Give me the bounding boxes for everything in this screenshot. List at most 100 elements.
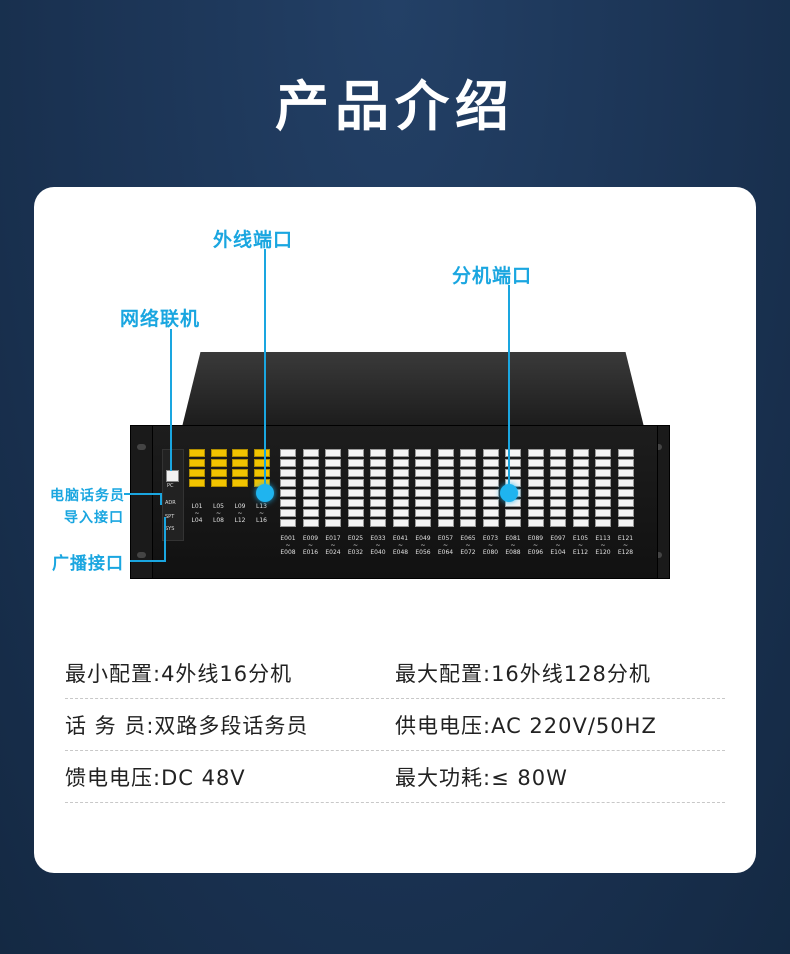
rack-ear-left [130,425,154,579]
leader-trunk [264,249,266,493]
extension-group-jack [302,489,319,497]
extension-group-jack [527,489,544,497]
trunk-group-jack [232,469,248,477]
extension-group-jack [415,519,431,527]
extension-group-label-top: E009 [302,535,319,542]
extension-group-jack [550,459,566,467]
extension-group-jack [617,509,634,517]
extension-group-jack [460,519,476,527]
extension-group-jack [572,459,589,467]
trunk-group-label-sep: ~ [194,510,200,517]
extension-group-label-top: E001 [280,535,296,542]
extension-group-jack [415,449,431,457]
extension-group-label: E041~E048 [389,535,413,556]
extension-group-jack [370,469,386,477]
extension-group-jack [437,479,454,487]
extension-group-label-top: E065 [460,535,476,542]
extension-group-jack [370,509,386,517]
extension-group-label-top: E121 [617,535,634,542]
extension-group-label-sep: ~ [622,542,629,549]
extension-group-jack [617,469,634,477]
extension-group-ports [392,449,411,529]
extension-group-jack [415,489,431,497]
extension-group-jack [280,509,296,517]
extension-group-jack [527,499,544,507]
callout-trunk-port: 外线端口 [213,229,294,251]
extension-group-jack [595,449,611,457]
spec-row: 话 务 员:双路多段话务员 供电电压:AC 220V/50HZ [65,698,725,751]
extension-group-label-sep: ~ [600,542,606,549]
spec-row: 最小配置:4外线16分机 最大配置:16外线128分机 [65,646,725,699]
extension-group-label-sep: ~ [510,542,516,549]
extension-group-jack [482,489,499,497]
trunk-group-jack [253,459,270,467]
extension-group-label-bottom: E128 [617,549,634,556]
trunk-group-jack [189,469,205,477]
product-card: 外线端口 分机端口 网络联机 电脑话务员 导入接口 广播接口 PC ADR SP… [34,187,756,873]
extension-group-label: E009~E016 [299,535,323,556]
trunk-group-jack [210,469,227,477]
network-port [166,470,179,482]
extension-group-jack [280,469,296,477]
extension-group-label: E057~E064 [434,535,458,556]
extension-group-label-top: E025 [347,535,364,542]
spec-max-power: 最大功耗:≤ 80W [395,766,568,790]
trunk-group-ports [189,449,207,489]
spec-feed-voltage: 馈电电压:DC 48V [65,766,246,790]
extension-group-label-sep: ~ [555,542,561,549]
extension-group-jack [347,449,364,457]
extension-group-jack [460,479,476,487]
extension-group-jack [347,489,364,497]
callout-extension-port: 分机端口 [452,265,533,287]
extension-group-jack [617,449,634,457]
extension-group-ports [415,449,433,529]
extension-group-jack [392,469,409,477]
extension-group-jack [595,489,611,497]
extension-group-jack [347,479,364,487]
extension-group-label: E065~E072 [456,535,480,556]
extension-group-ports [595,449,613,529]
extension-group-label-top: E033 [370,535,386,542]
extension-group-jack [437,499,454,507]
extension-group-jack [370,489,386,497]
extension-group-jack [302,459,319,467]
extension-group-label-bottom: E064 [437,549,454,556]
extension-group-label: E073~E080 [479,535,503,556]
extension-group-label-sep: ~ [487,542,494,549]
extension-group-jack [572,489,589,497]
extension-group-jack [437,459,454,467]
extension-group-label: E081~E088 [501,535,525,556]
extension-group-jack [482,469,499,477]
extension-group-label: E049~E056 [411,535,435,556]
extension-group-jack [505,519,521,527]
extension-group-jack [370,459,386,467]
extension-group-jack [527,459,544,467]
extension-group-jack [595,519,611,527]
trunk-group-jack [210,449,227,457]
extension-group-ports [347,449,366,529]
trunk-group-jack [253,469,270,477]
extension-group-jack [572,509,589,517]
extension-group-jack [460,489,476,497]
extension-group-label: E025~E032 [344,535,368,556]
extension-group-jack [280,479,296,487]
extension-group-jack [572,479,589,487]
trunk-group-label-top: L05 [213,503,224,510]
spec-row: 馈电电压:DC 48V 最大功耗:≤ 80W [65,750,725,803]
callout-broadcast: 广播接口 [52,554,124,574]
trunk-group-ports [232,449,250,489]
extension-group-jack [302,449,319,457]
extension-group-label-sep: ~ [420,542,426,549]
extension-group-jack [527,509,544,517]
extension-group-label: E001~E008 [276,535,300,556]
extension-group-label: E121~E128 [614,535,638,556]
trunk-group-jack [232,479,248,487]
extension-group-label-top: E081 [505,535,521,542]
extension-group-jack [550,509,566,517]
trunk-group-jack [232,459,248,467]
extension-group-jack [550,479,566,487]
extension-group-jack [437,519,454,527]
extension-group-jack [392,459,409,467]
extension-group-jack [370,519,386,527]
extension-group-jack [280,519,296,527]
